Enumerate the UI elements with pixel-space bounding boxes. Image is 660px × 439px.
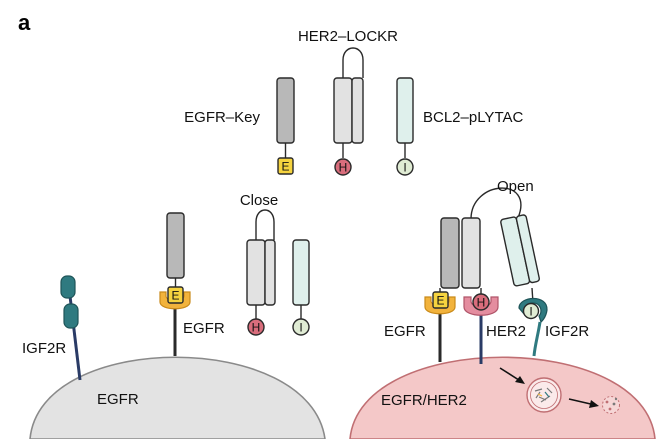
egfr-cell xyxy=(29,356,326,439)
egfr-right-label: EGFR xyxy=(384,323,426,340)
egfr-receptor-with-key: E xyxy=(159,212,191,356)
svg-text:E: E xyxy=(281,160,289,174)
svg-text:I: I xyxy=(403,161,406,175)
e-chip-icon xyxy=(432,291,449,309)
close-label: Close xyxy=(240,192,278,209)
svg-text:H: H xyxy=(252,321,261,335)
svg-text:H: H xyxy=(339,161,348,175)
endosome-icon xyxy=(526,377,562,413)
open-loop xyxy=(470,187,522,220)
egfr-receptor-label: EGFR xyxy=(183,320,225,337)
svg-text:E: E xyxy=(171,289,179,303)
her2-lockr-closed: H xyxy=(246,209,276,336)
egfr-her2-cell xyxy=(349,356,656,439)
svg-text:H: H xyxy=(477,296,486,310)
egfr-her2-cell-label: EGFR/HER2 xyxy=(381,392,467,409)
egfr-key-label: EGFR–Key xyxy=(184,109,260,126)
plytac-igf2r-right: I xyxy=(500,214,548,357)
her2-right-label: HER2 xyxy=(486,323,526,340)
svg-text:E: E xyxy=(436,294,444,308)
svg-text:I: I xyxy=(299,321,302,335)
her2-lockr-label: HER2–LOCKR xyxy=(298,28,398,45)
open-label: Open xyxy=(497,178,534,195)
egfr-cell-label: EGFR xyxy=(97,391,139,408)
h-chip-icon xyxy=(334,158,352,176)
h-chip-icon xyxy=(247,318,265,336)
bcl2-plytac-protein: I xyxy=(396,77,414,176)
bcl2-plytac-middle: I xyxy=(292,239,310,336)
degradation-arrow-icon xyxy=(568,398,599,408)
i-chip-icon xyxy=(292,318,310,336)
i-chip-icon xyxy=(396,158,414,176)
her2-receptor-right: H xyxy=(461,217,499,364)
e-chip-icon xyxy=(277,157,294,175)
igf2r-receptor xyxy=(60,275,82,381)
degraded-fragments-icon xyxy=(602,396,620,414)
i-chip-icon xyxy=(522,302,540,320)
igf2r-label: IGF2R xyxy=(22,340,66,357)
svg-text:I: I xyxy=(529,305,532,319)
internalization-arrow-icon xyxy=(499,367,525,384)
h-chip-icon xyxy=(472,293,490,311)
igf2r-right-label: IGF2R xyxy=(545,323,589,340)
bcl2-plytac-label: BCL2–pLYTAC xyxy=(423,109,523,126)
her2-lockr-protein: H xyxy=(333,47,364,176)
egfr-key-protein: E xyxy=(276,77,295,175)
egfr-receptor-right: E xyxy=(424,217,460,362)
e-chip-icon xyxy=(167,286,184,304)
panel-letter: a xyxy=(18,10,31,35)
